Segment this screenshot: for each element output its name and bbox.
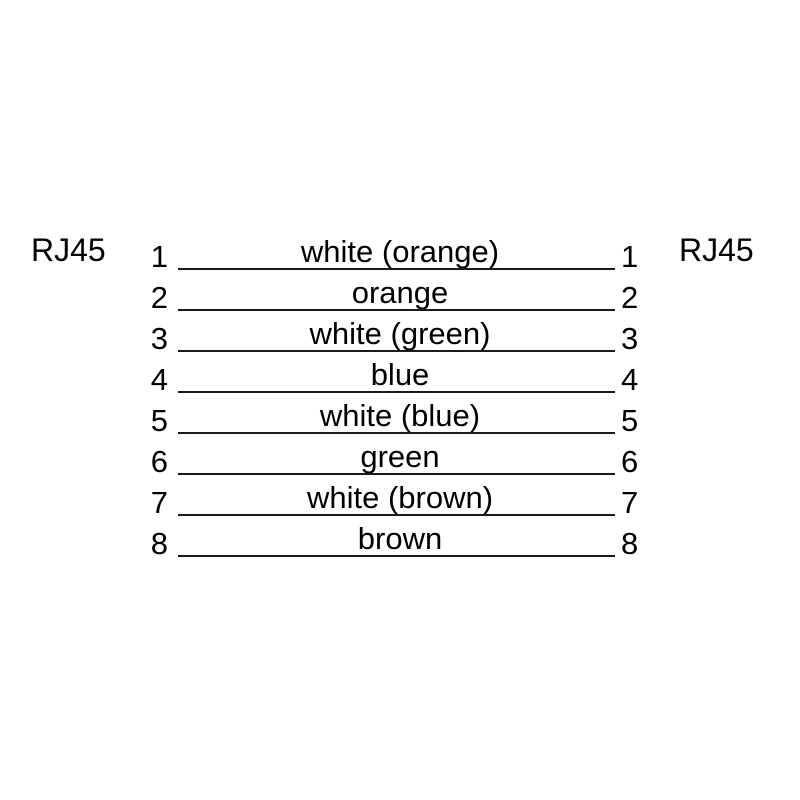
wire-color-label: white (green) [309,316,491,351]
pin-number-left: 3 [150,321,168,356]
pin-number-left: 2 [150,280,168,315]
wire-line [178,309,615,311]
wire-color-label: white (brown) [306,480,494,515]
wire-color-label: orange [351,275,449,310]
pin-number-right: 6 [621,444,639,479]
pin-number-right: 1 [621,239,639,274]
pin-number-right: 3 [621,321,639,356]
pin-number-left: 6 [150,444,168,479]
wire-line [178,555,615,557]
pin-number-left: 8 [150,526,168,561]
pin-number-right: 8 [621,526,639,561]
pin-number-left: 5 [150,403,168,438]
wire-color-label: white (blue) [319,398,481,433]
wire-color-label: brown [357,521,443,556]
wire-line [178,432,615,434]
pin-number-left: 1 [150,239,168,274]
wire-color-label: green [360,439,440,474]
pin-number-right: 7 [621,485,639,520]
wire-color-label: white (orange) [300,234,500,269]
wire-line [178,473,615,475]
connector-label-right: RJ45 [679,232,754,268]
pin-number-right: 2 [621,280,639,315]
pin-number-left: 7 [150,485,168,520]
connector-label-left: RJ45 [31,232,106,268]
pin-number-left: 4 [150,362,168,397]
wire-line [178,350,615,352]
wire-line [178,391,615,393]
wire-color-label: blue [370,357,430,392]
pin-number-right: 5 [621,403,639,438]
wire-line [178,514,615,516]
pin-number-right: 4 [621,362,639,397]
wire-line [178,268,615,270]
